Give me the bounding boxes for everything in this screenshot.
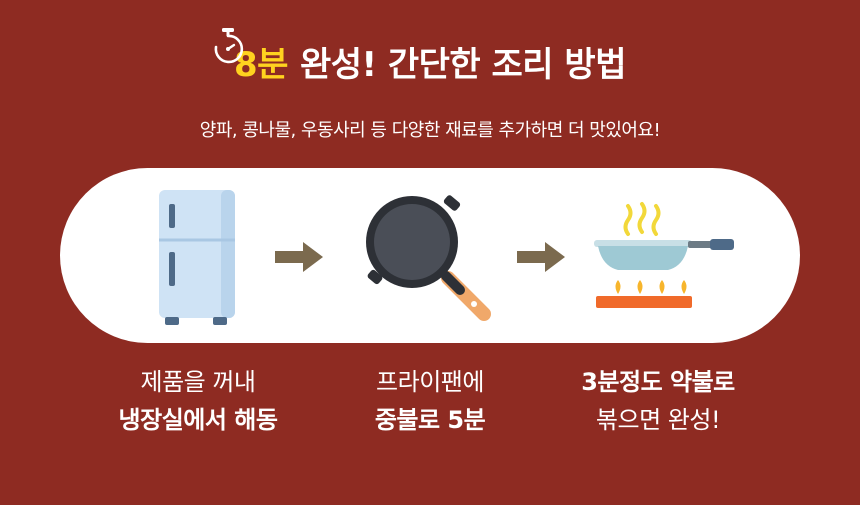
arrow-right-icon [275,242,323,272]
subtitle: 양파, 콩나물, 우동사리 등 다양한 재료를 추가하면 더 맛있어요! [199,120,661,141]
step-2-line-2: 중불로 5분 [374,406,486,434]
stopwatch-icon [214,27,244,63]
header: 8분 완성! 간단한 조리 방법 [0,26,860,96]
step-1-line-2: 냉장실에서 해동 [118,406,278,434]
step-1-caption: 제품을 꺼내 냉장실에서 해동 [68,363,328,439]
frying-pan-icon [366,195,491,321]
step-3-line-1: 3분정도 약불로 [581,368,735,396]
step-1-line-1: 제품을 꺼내 [140,368,256,396]
page-title: 8분 완성! 간단한 조리 방법 [214,27,627,86]
step-3-line-2: 볶으면 완성! [595,406,721,434]
pan-on-stove-icon [594,202,734,308]
step-2-line-1: 프라이팬에 [376,368,484,396]
title-accent: 8분 [234,44,288,85]
title-text: 완성! 간단한 조리 방법 [299,44,627,85]
step-3-caption: 3분정도 약불로 볶으면 완성! [528,363,788,439]
step-2-caption: 프라이팬에 중불로 5분 [300,363,560,439]
refrigerator-icon [159,190,235,325]
arrow-right-icon [517,242,565,272]
